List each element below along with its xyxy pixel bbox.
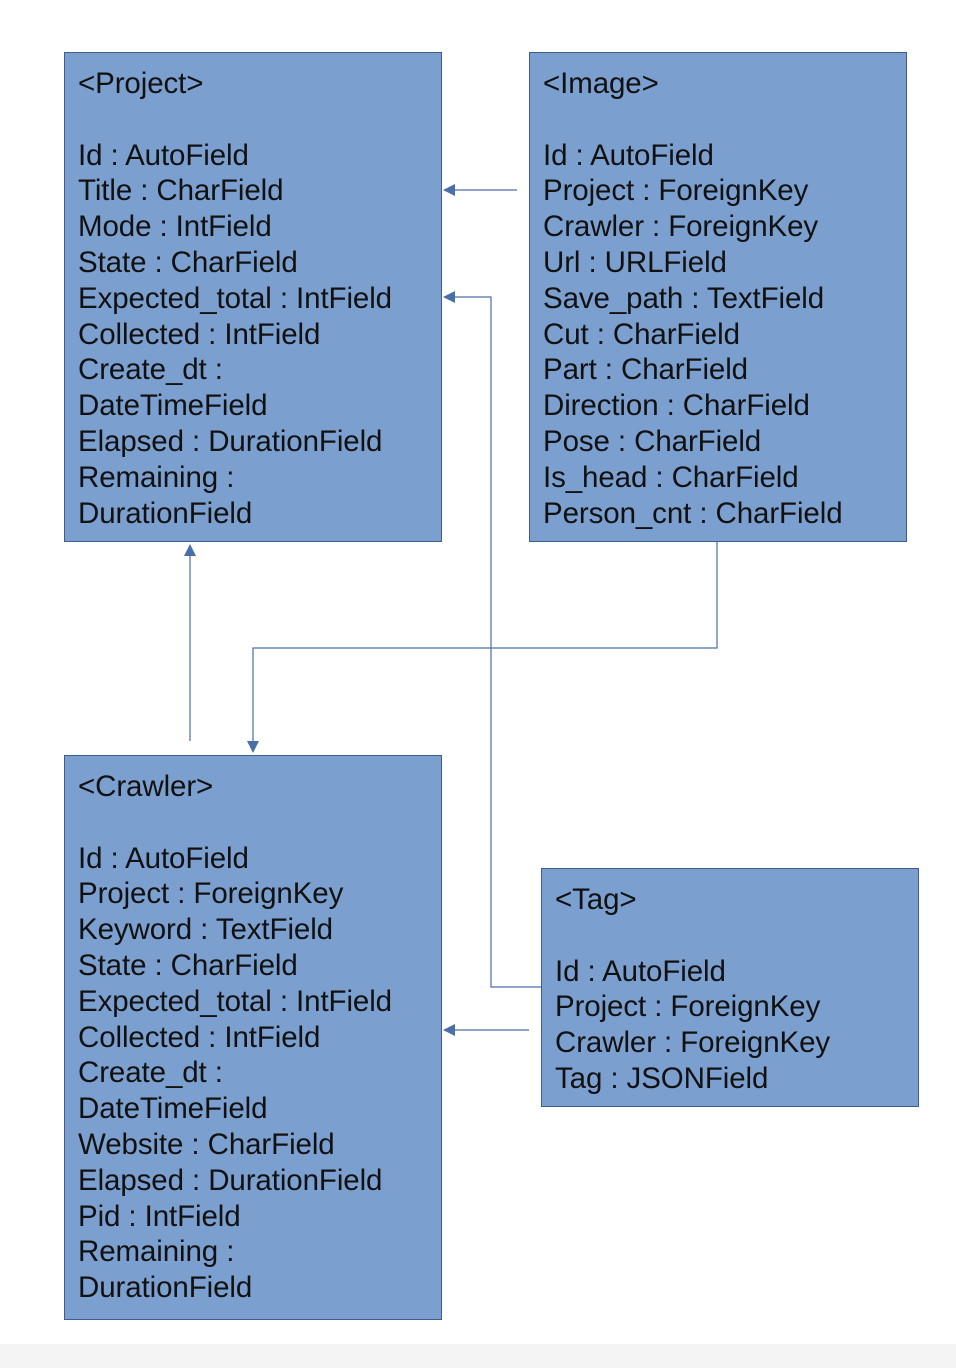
entity-field: Id : AutoField: [78, 138, 249, 172]
entity-field: Mode : IntField: [78, 210, 272, 244]
entity-field: Project : ForeignKey: [78, 877, 344, 911]
entity-field: Create_dt :: [78, 353, 223, 387]
entity-title: <Tag>: [555, 883, 637, 916]
entity-field: Collected : IntField: [78, 317, 321, 351]
entity-field: DurationField: [78, 496, 253, 530]
entity-field: Expected_total : IntField: [78, 281, 392, 315]
entity-field: DateTimeField: [78, 1092, 268, 1126]
entity-field: DateTimeField: [78, 389, 268, 423]
entity-field: Project : ForeignKey: [555, 990, 821, 1024]
entity-field: DurationField: [78, 1271, 253, 1305]
entity-field: Is_head : CharField: [543, 460, 799, 494]
entity-title: <Image>: [543, 67, 659, 100]
entity-field: Keyword : TextField: [78, 913, 333, 947]
entity-field: Save_path : TextField: [543, 281, 825, 315]
entity-title: <Project>: [78, 67, 204, 100]
entity-field: Crawler : ForeignKey: [555, 1026, 831, 1060]
entity-field: Title : CharField: [78, 174, 284, 208]
entity-field: Id : AutoField: [555, 954, 726, 988]
entity-field: State : CharField: [78, 245, 298, 279]
entity-field: Create_dt :: [78, 1056, 223, 1090]
entity-field: Id : AutoField: [78, 841, 249, 875]
connector-tag-to-project: [443, 291, 541, 988]
entity-field: Url : URLField: [543, 245, 727, 279]
entity-field: Remaining :: [78, 1235, 235, 1269]
entity-field: Remaining :: [78, 460, 235, 494]
entity-field: Direction : CharField: [543, 389, 810, 423]
entity-title: <Crawler>: [78, 770, 214, 803]
entity-spacer: [78, 805, 429, 841]
entity-field: Tag : JSONField: [555, 1061, 769, 1095]
entity-field: Crawler : ForeignKey: [543, 210, 819, 244]
bottom-strip: [0, 1344, 956, 1368]
entity-field: Pose : CharField: [543, 424, 762, 458]
entity-field: Id : AutoField: [543, 138, 714, 172]
entity-field: Part : CharField: [543, 353, 748, 387]
entity-field: Expected_total : IntField: [78, 984, 392, 1018]
entity-field: Website : CharField: [78, 1127, 335, 1161]
entity-spacer: [555, 918, 906, 954]
entity-field: Collected : IntField: [78, 1020, 321, 1054]
entity-field: Pid : IntField: [78, 1199, 241, 1233]
entity-field: State : CharField: [78, 948, 298, 982]
entity-field: Project : ForeignKey: [543, 174, 809, 208]
entity-spacer: [78, 102, 429, 138]
entity-field: Person_cnt : CharField: [543, 496, 843, 530]
entity-field: Elapsed : DurationField: [78, 1163, 383, 1197]
entity-spacer: [543, 102, 894, 138]
connector-image-to-crawler: [247, 542, 718, 753]
entity-field: Elapsed : DurationField: [78, 424, 383, 458]
entity-field: Cut : CharField: [543, 317, 740, 351]
